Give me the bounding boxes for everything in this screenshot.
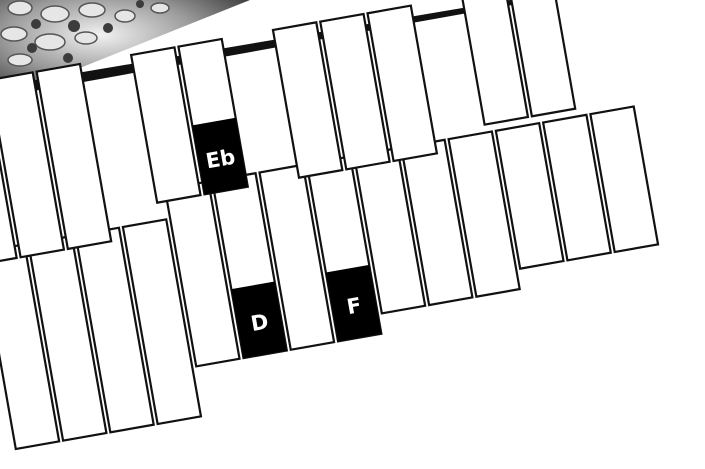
note-label-eb: Eb <box>204 145 237 174</box>
